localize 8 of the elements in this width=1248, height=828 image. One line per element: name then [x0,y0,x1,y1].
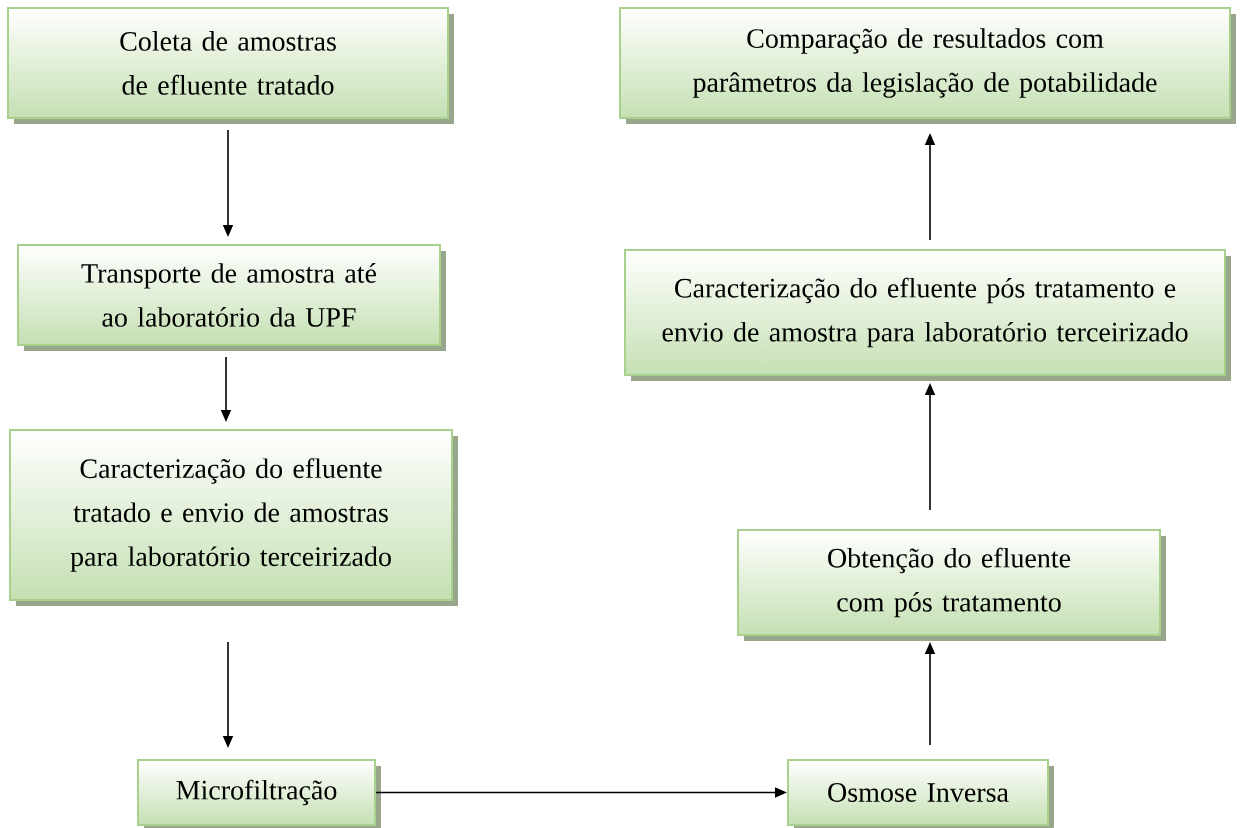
process-box: Osmose Inversa [787,759,1054,828]
process-box: Caracterização do efluente tratado e envio de amostras para laboratório terceirizado [9,429,458,606]
process-box: Microfiltração [137,759,381,828]
process-box: Obtenção do efluente com pós tratamento [737,529,1166,641]
process-box: Caracterização do efluente pós tratamento e envio de amostra para laboratório terceirizado [624,249,1231,381]
process-box: Comparação de resultados com parâmetros da legislação de potabilidade [619,7,1236,124]
process-box: Transporte de amostra até ao laboratório da UPF [17,244,446,351]
process-box: Coleta de amostras de efluente tratado [7,7,454,124]
